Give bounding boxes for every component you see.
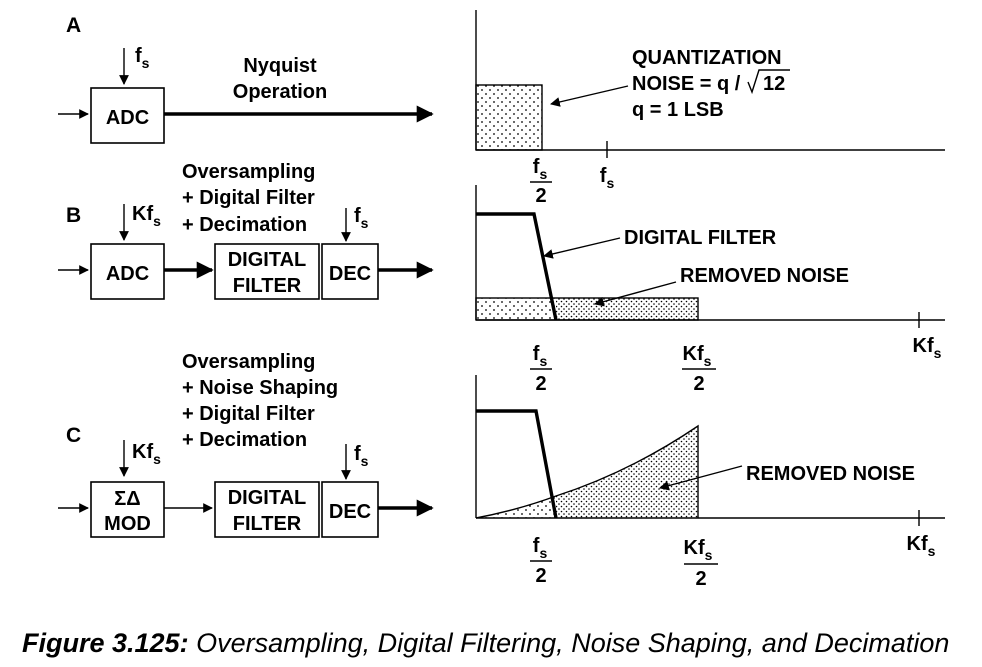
a-sqrt-sign	[747, 69, 790, 95]
section-c: C Oversampling + Noise Shaping + Digital…	[58, 351, 945, 590]
a-noise-pointer	[550, 85, 629, 107]
b-dec-label: DEC	[329, 263, 371, 285]
b-title3: + Decimation	[182, 214, 307, 236]
c-tick-khalf-num: Kfs	[684, 537, 713, 563]
c-tick-khalf-den: 2	[695, 568, 706, 590]
section-a: A fs ADC Nyquist Operation fs 2 fs QUANT…	[58, 10, 945, 207]
a-adc-box	[90, 87, 165, 144]
b-clock-in-label: Kfs	[132, 203, 161, 229]
figure-caption: Figure 3.125: Oversampling, Digital Filt…	[22, 628, 949, 658]
c-tick-half-num: fs	[533, 535, 548, 561]
b-inband-noise	[476, 298, 556, 320]
a-quantization-noise-block	[475, 84, 543, 151]
b-removed-pointer	[594, 281, 677, 307]
figure-caption-text: Oversampling, Digital Filtering, Noise S…	[189, 628, 950, 658]
c-dec-label: DEC	[329, 501, 371, 523]
b-adc-label: ADC	[106, 263, 149, 285]
a-op-line2: Operation	[233, 81, 327, 103]
b-filter-box	[214, 243, 320, 300]
c-tick-kfs-label: Kfs	[907, 533, 936, 559]
c-dec-box	[321, 481, 379, 538]
b-tick-half-num: fs	[533, 343, 548, 369]
b-title2: + Digital Filter	[182, 187, 315, 209]
b-filter-pointer	[543, 237, 621, 259]
c-removed-label: REMOVED NOISE	[746, 463, 915, 485]
a-tick-half-den: 2	[535, 185, 546, 207]
b-dec-box	[321, 243, 379, 300]
c-clock-dec-label: fs	[354, 443, 369, 469]
c-title3: + Digital Filter	[182, 403, 315, 425]
c-title1: Oversampling	[182, 351, 315, 373]
b-filter-response	[476, 212, 558, 321]
section-c-letter: C	[66, 424, 81, 447]
c-mod-line2: MOD	[104, 513, 151, 535]
c-tick-half-den: 2	[535, 565, 546, 587]
b-filter-label: DIGITAL FILTER	[624, 227, 777, 249]
section-a-letter: A	[66, 14, 81, 37]
a-tick-fs-label: fs	[600, 165, 615, 191]
figure-caption-label: Figure 3.125:	[22, 628, 189, 658]
c-removed-pointer	[659, 465, 743, 491]
b-tick-khalf-num: Kfs	[683, 343, 712, 369]
c-title4: + Decimation	[182, 429, 307, 451]
b-clock-dec-label: fs	[354, 205, 369, 231]
c-noise-shape-curve	[475, 424, 699, 519]
b-tick-kfs-label: Kfs	[913, 335, 942, 361]
c-filter-line2: FILTER	[233, 513, 302, 535]
a-tick-half-num: fs	[533, 156, 548, 182]
c-filter-box	[214, 481, 320, 538]
section-b-letter: B	[66, 204, 81, 227]
c-filter-line1: DIGITAL	[228, 487, 307, 509]
b-removed-noise-fill	[556, 298, 698, 320]
b-filter-line1: DIGITAL	[228, 249, 307, 271]
c-inband-shaped-noise	[476, 496, 556, 518]
a-adc-label: ADC	[106, 107, 149, 129]
c-clock-in-label: Kfs	[132, 441, 161, 467]
c-title2: + Noise Shaping	[182, 377, 338, 399]
a-noise-sqrt-value: 12	[763, 73, 785, 95]
a-noise-line3: q = 1 LSB	[632, 99, 724, 121]
section-b: B Oversampling + Digital Filter + Decima…	[58, 161, 945, 395]
b-title1: Oversampling	[182, 161, 315, 183]
c-filter-response	[476, 409, 558, 519]
a-op-line1: Nyquist	[243, 55, 317, 77]
b-tick-half-den: 2	[535, 373, 546, 395]
a-clock-label: fs	[135, 45, 150, 71]
c-modulator-box	[90, 481, 165, 538]
a-noise-line2: NOISE = q /	[632, 73, 741, 95]
b-removed-label: REMOVED NOISE	[680, 265, 849, 287]
a-noise-line1: QUANTIZATION	[632, 47, 782, 69]
b-tick-khalf-den: 2	[693, 373, 704, 395]
b-noise-floor-outline	[475, 297, 699, 321]
c-mod-line1: ΣΔ	[114, 488, 140, 510]
b-filter-line2: FILTER	[233, 275, 302, 297]
